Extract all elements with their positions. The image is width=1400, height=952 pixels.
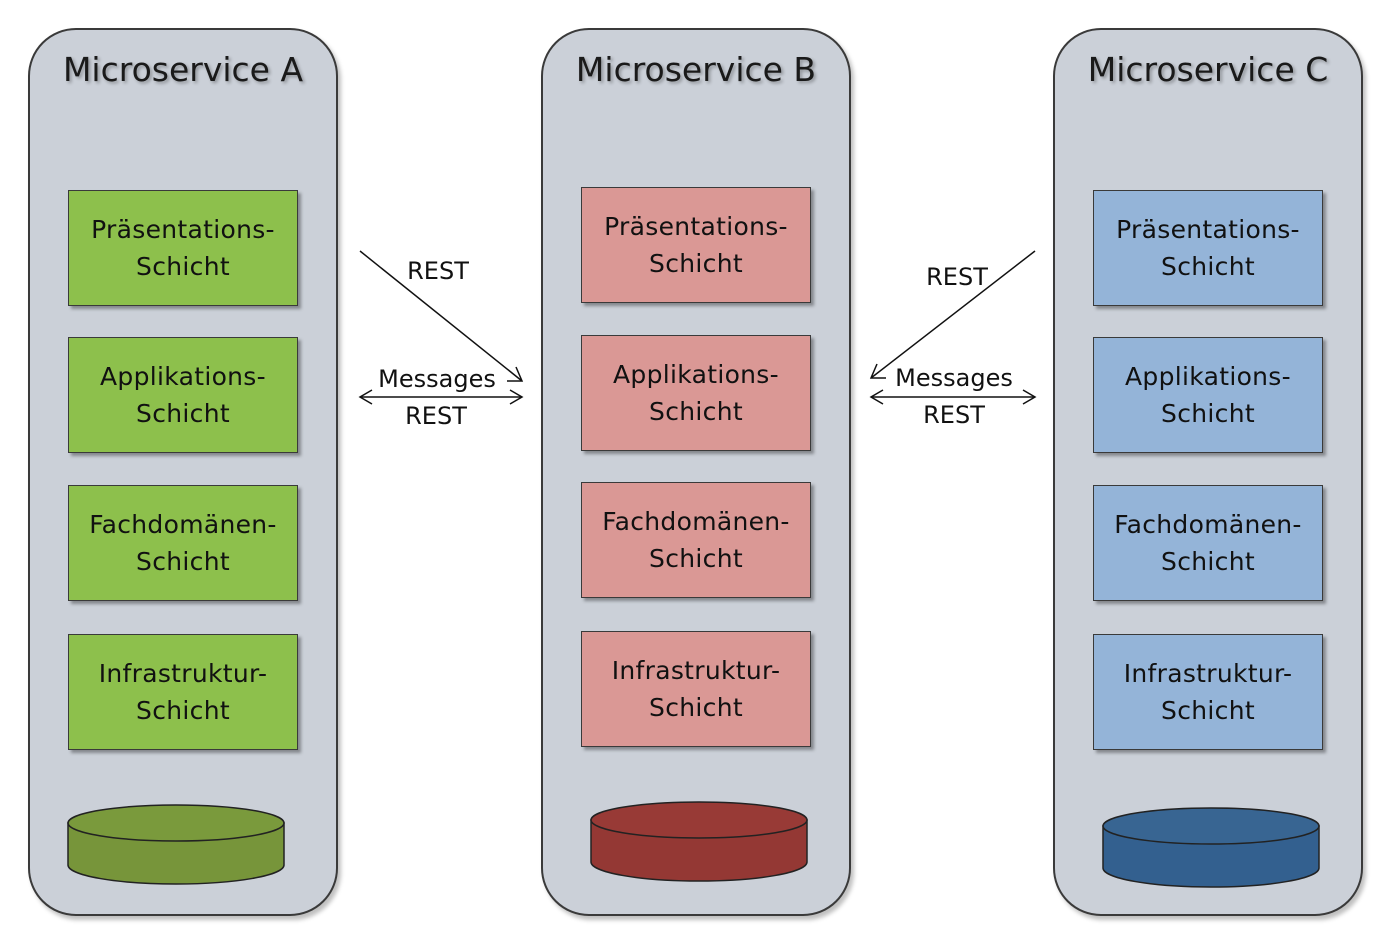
- microservice-a-container: Microservice A Präsentations- Schicht Ap…: [28, 28, 338, 916]
- c-to-b-rest-label: REST: [926, 263, 988, 291]
- a-to-b-rest-arrow: [359, 250, 523, 382]
- a-b-left-arrowhead: [358, 389, 373, 405]
- microservice-a-presentation-layer: Präsentations- Schicht: [68, 190, 298, 306]
- microservice-a-infrastructure-layer: Infrastruktur- Schicht: [68, 634, 298, 750]
- microservice-b-application-layer: Applikations- Schicht: [581, 335, 811, 451]
- microservice-a-database-icon: [67, 804, 285, 885]
- microservice-c-infrastructure-layer: Infrastruktur- Schicht: [1093, 634, 1323, 750]
- b-c-right-arrowhead: [1022, 389, 1037, 405]
- c-to-b-rest-arrow: [870, 250, 1036, 379]
- microservice-a-application-layer: Applikations- Schicht: [68, 337, 298, 453]
- c-to-b-rest-arrowhead: [869, 363, 886, 379]
- a-to-b-rest-label: REST: [407, 257, 469, 285]
- microservice-b-presentation-layer: Präsentations- Schicht: [581, 187, 811, 303]
- microservice-c-container: Microservice C Präsentations- Schicht Ap…: [1053, 28, 1363, 916]
- microservice-b-domain-layer: Fachdomänen- Schicht: [581, 482, 811, 598]
- microservice-a-domain-layer: Fachdomänen- Schicht: [68, 485, 298, 601]
- b-c-rest-label: REST: [923, 401, 985, 429]
- a-to-b-rest-arrowhead: [507, 366, 524, 382]
- microservice-c-domain-layer: Fachdomänen- Schicht: [1093, 485, 1323, 601]
- microservice-b-infrastructure-layer: Infrastruktur- Schicht: [581, 631, 811, 747]
- a-b-rest-label: REST: [405, 402, 467, 430]
- b-c-messages-label: Messages: [895, 364, 1013, 392]
- microservice-b-container: Microservice B Präsentations- Schicht Ap…: [541, 28, 851, 916]
- microservice-c-presentation-layer: Präsentations- Schicht: [1093, 190, 1323, 306]
- microservice-c-database-icon: [1102, 807, 1320, 888]
- microservice-c-title: Microservice C: [1087, 50, 1329, 89]
- a-b-right-arrowhead: [509, 389, 524, 405]
- microservice-b-database-icon: [590, 801, 808, 882]
- microservice-c-application-layer: Applikations- Schicht: [1093, 337, 1323, 453]
- b-c-left-arrowhead: [869, 389, 884, 405]
- a-b-messages-label: Messages: [378, 365, 496, 393]
- microservice-b-title: Microservice B: [575, 50, 817, 89]
- microservice-a-title: Microservice A: [62, 50, 304, 89]
